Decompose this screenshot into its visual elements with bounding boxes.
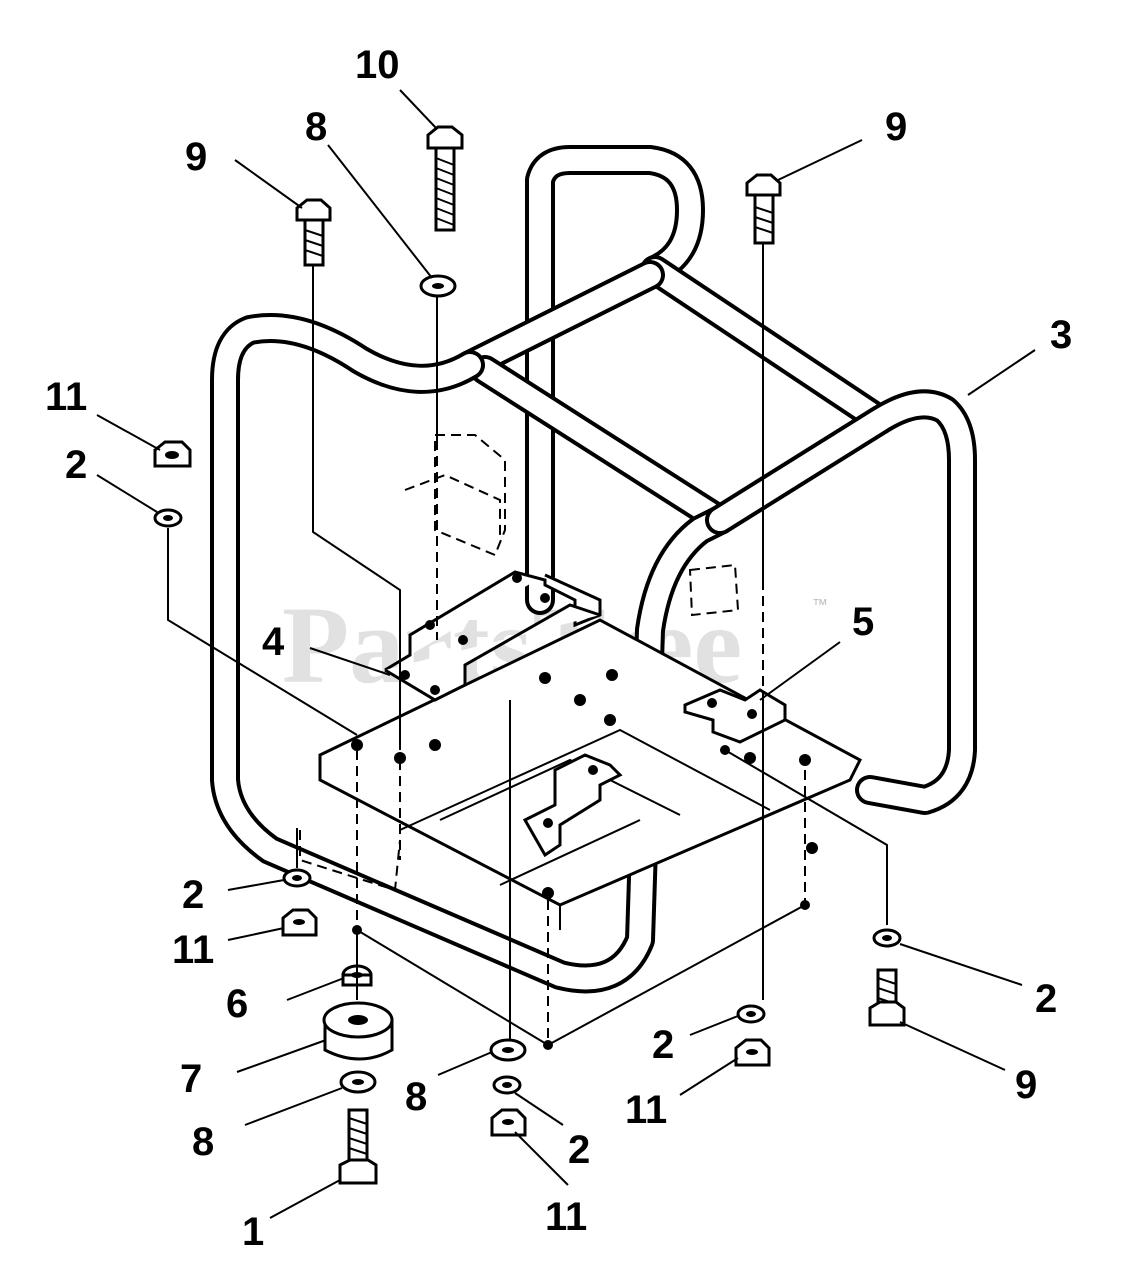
callout-5: 5 bbox=[852, 600, 874, 644]
callout-1: 1 bbox=[242, 1210, 264, 1254]
callout-2-br: 2 bbox=[652, 1023, 674, 1067]
bolt-10 bbox=[426, 125, 464, 232]
callout-2-bm: 2 bbox=[568, 1128, 590, 1172]
callout-11-topleft: 11 bbox=[45, 375, 87, 419]
tube-frame bbox=[210, 145, 977, 994]
mount-5 bbox=[683, 688, 787, 744]
callout-3: 3 bbox=[1050, 313, 1072, 357]
callout-11-bm: 11 bbox=[545, 1195, 587, 1239]
washer-2-bm bbox=[492, 1075, 522, 1095]
washer-8-bl bbox=[339, 1070, 377, 1094]
callout-7: 7 bbox=[180, 1057, 202, 1101]
callout-6: 6 bbox=[226, 982, 248, 1026]
washer-2-br bbox=[736, 1004, 766, 1024]
alignment-lines bbox=[167, 243, 888, 1050]
bolt-9-bottom bbox=[868, 968, 906, 1027]
washer-2-bl bbox=[282, 868, 312, 888]
nut-11-bm bbox=[490, 1108, 527, 1137]
bolt-9-left bbox=[295, 198, 332, 267]
callout-2-bl: 2 bbox=[182, 873, 204, 917]
nut-11-br bbox=[734, 1038, 771, 1067]
nut-11-bl bbox=[281, 908, 318, 937]
washer-8-top bbox=[419, 274, 457, 298]
callout-10: 10 bbox=[355, 43, 400, 87]
washer-2-topleft bbox=[153, 508, 183, 528]
callout-11-bl: 11 bbox=[172, 928, 214, 972]
bracket-4 bbox=[384, 570, 602, 702]
washer-8-bm bbox=[489, 1038, 527, 1062]
bolt-1 bbox=[338, 1108, 378, 1185]
callout-9-bottom: 9 bbox=[1015, 1063, 1037, 1107]
callout-9-right: 9 bbox=[885, 105, 907, 149]
nut-11-topleft bbox=[153, 440, 192, 468]
mount-7 bbox=[322, 1001, 394, 1061]
leader-lines bbox=[96, 89, 1036, 1219]
callout-8-bl: 8 bbox=[192, 1120, 214, 1164]
callout-11-br: 11 bbox=[625, 1088, 667, 1132]
callout-9-left: 9 bbox=[185, 135, 207, 179]
callout-8-bm: 8 bbox=[405, 1075, 427, 1119]
watermark-trademark: ™ bbox=[812, 597, 828, 614]
callout-2-right: 2 bbox=[1035, 977, 1057, 1021]
washer-2-right bbox=[872, 928, 902, 948]
callout-2-topleft: 2 bbox=[65, 443, 87, 487]
bolt-9-right bbox=[745, 173, 782, 245]
callout-4: 4 bbox=[262, 620, 285, 664]
callout-8-top: 8 bbox=[305, 105, 327, 149]
bracket-lower bbox=[522, 753, 623, 858]
callout-labels: 10 8 9 9 3 11 2 4 5 2 11 6 7 8 1 8 2 11 … bbox=[45, 43, 1072, 1254]
